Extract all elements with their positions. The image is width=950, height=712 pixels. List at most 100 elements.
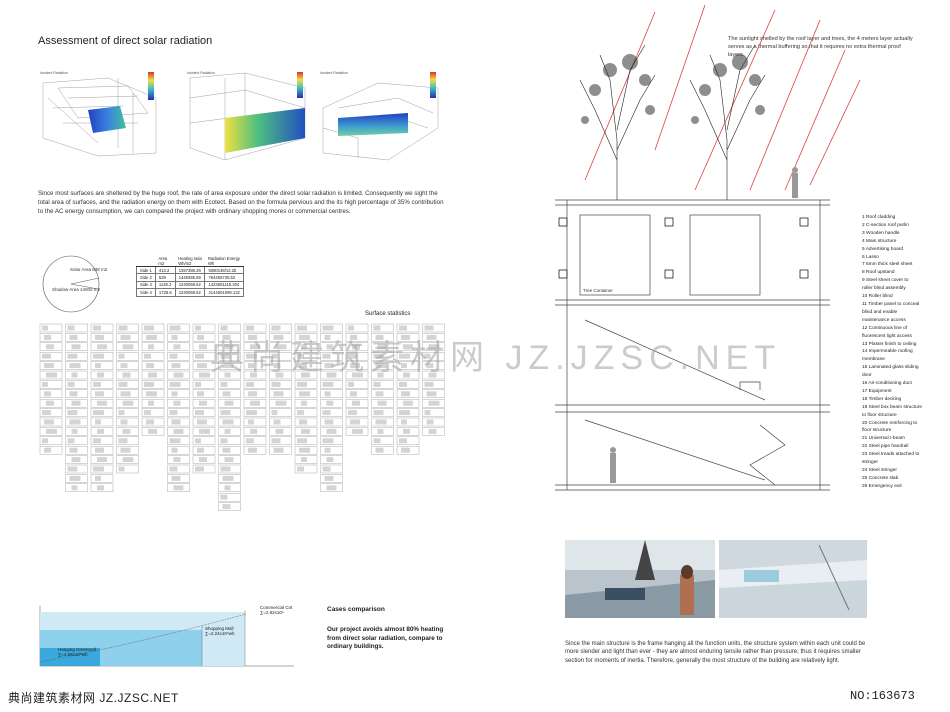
surface-cell [218, 323, 241, 333]
table-cell: 1448365.89 [174, 273, 206, 282]
surface-cell-shape [350, 419, 360, 425]
surface-cell-shape [95, 447, 104, 453]
surface-cell-shape [271, 325, 281, 331]
surface-cell-shape [248, 334, 257, 340]
surface-cell-shape [248, 447, 257, 453]
surface-cell-shape [377, 344, 387, 350]
surface-statistics-grid [39, 323, 445, 511]
surface-cell-shape [95, 475, 101, 481]
surface-cell [243, 361, 267, 370]
surface-cell-shape [93, 410, 104, 416]
surface-cell-shape [199, 400, 207, 406]
legend-item: 12 Continuous line of [862, 325, 908, 331]
surface-cell-shape [377, 400, 387, 406]
legend-item: 6 Lasso [862, 254, 879, 260]
surface-cell-shape [399, 353, 410, 359]
legend-item: fluorescent light access [862, 333, 912, 339]
table-cell: 529 [154, 273, 176, 282]
surface-cell-shape [399, 381, 407, 387]
surface-cell-shape [71, 457, 81, 463]
table-cell: 2144601099.132 [204, 288, 244, 297]
legend-item: stringer [862, 460, 878, 466]
surface-cell-shape [399, 410, 410, 416]
cases-title: Cases comparison [327, 606, 385, 613]
surface-cell-shape [301, 457, 307, 463]
surface-cell-shape [220, 410, 231, 416]
legend-item: 5 Advertising board [862, 246, 904, 252]
surface-cell-shape [148, 400, 154, 406]
commercial-value: ∑=2.92x10⁹ [260, 610, 284, 615]
surface-cell-shape [195, 353, 204, 359]
surface-cell-shape [148, 428, 157, 434]
legend-item: 8 Roof upstand [862, 270, 895, 276]
surface-cell-shape [426, 419, 434, 425]
surface-cell-shape [324, 363, 334, 369]
surface-cell-shape [403, 372, 410, 378]
surface-cell-shape [220, 494, 228, 500]
surface-cell [218, 492, 241, 502]
building-section-drawing: Tree Container [555, 4, 861, 491]
surface-cell [39, 380, 63, 389]
surface-cell-shape [424, 410, 431, 416]
surface-cell-shape [42, 353, 51, 359]
surface-cell-shape [324, 475, 334, 481]
surface-cell-shape [220, 325, 228, 331]
surface-cell-shape [250, 400, 260, 406]
surface-cell-shape [171, 363, 181, 369]
table-cell: 413.2 [154, 265, 176, 275]
legend-item: 22 Steel pipe handrail [862, 444, 909, 450]
surface-cell-shape [271, 381, 281, 387]
surface-cell-shape [246, 325, 254, 331]
surface-cell-shape [322, 325, 334, 331]
surface-cell-shape [199, 457, 207, 463]
surface-cell-shape [122, 372, 131, 378]
surface-cell [90, 361, 114, 370]
surface-cell-shape [297, 353, 304, 359]
legend-item: 14 Impermeable roofing [862, 349, 913, 355]
table-cell: 1148.2 [154, 280, 176, 290]
surface-cell [90, 323, 114, 333]
radiation-thumbnail-1: Incident Radiation [40, 71, 157, 157]
surface-cell-shape [44, 447, 51, 453]
surface-cell-shape [42, 381, 48, 387]
surface-cell [167, 408, 190, 417]
surface-cell-shape [71, 372, 78, 378]
surface-cell [269, 352, 292, 361]
surface-cell [218, 380, 241, 389]
legend-item: 7 5mm thick steel sheet [862, 262, 913, 268]
table-cell: 5080148/12.2b [204, 265, 244, 275]
surface-cell-shape [373, 353, 384, 359]
surface-cell-shape [195, 381, 201, 387]
surface-cell-shape [246, 353, 257, 359]
surface-cell [243, 436, 267, 446]
shopping-label: Shopping Mall ∑=2.24x10⁹wh [205, 626, 235, 636]
surface-cell [422, 408, 445, 417]
surface-cell-shape [324, 391, 331, 397]
legend-item: 24 Steel stringer [862, 468, 897, 473]
table-row: Side 4 1728.6 1240058.62 2144601099.132 [136, 288, 244, 297]
surface-cell-shape [69, 363, 81, 369]
surface-cell-shape [326, 428, 337, 434]
legend-item: blind and enable [862, 309, 898, 315]
surface-cell-shape [71, 400, 81, 406]
surface-cell-shape [69, 475, 81, 481]
surface-cell [90, 417, 114, 427]
surface-cell-shape [373, 325, 381, 331]
surface-cell [396, 323, 420, 333]
surface-cell-shape [326, 344, 334, 350]
surface-cell-shape [403, 428, 410, 434]
surface-cell-shape [46, 372, 57, 378]
surface-cell-shape [250, 344, 260, 350]
surface-cell-shape [326, 457, 334, 463]
table-header-row: Area m2 Heating ratio Wh/m2 Radiation En… [136, 256, 244, 267]
surface-cell-shape [171, 419, 181, 425]
hanging-value: ∑=4.68x10⁸wh [58, 652, 88, 657]
surface-cell [371, 323, 394, 333]
surface-cell-shape [222, 475, 234, 481]
legend-item: 19 Steel box beam structure [862, 404, 922, 410]
legend-item: 1 Roof cladding [862, 215, 896, 220]
surface-cell-shape [224, 344, 234, 350]
surface-cell-shape [169, 438, 181, 444]
surface-cell [65, 323, 88, 333]
table-cell: Side 2 [136, 273, 156, 282]
